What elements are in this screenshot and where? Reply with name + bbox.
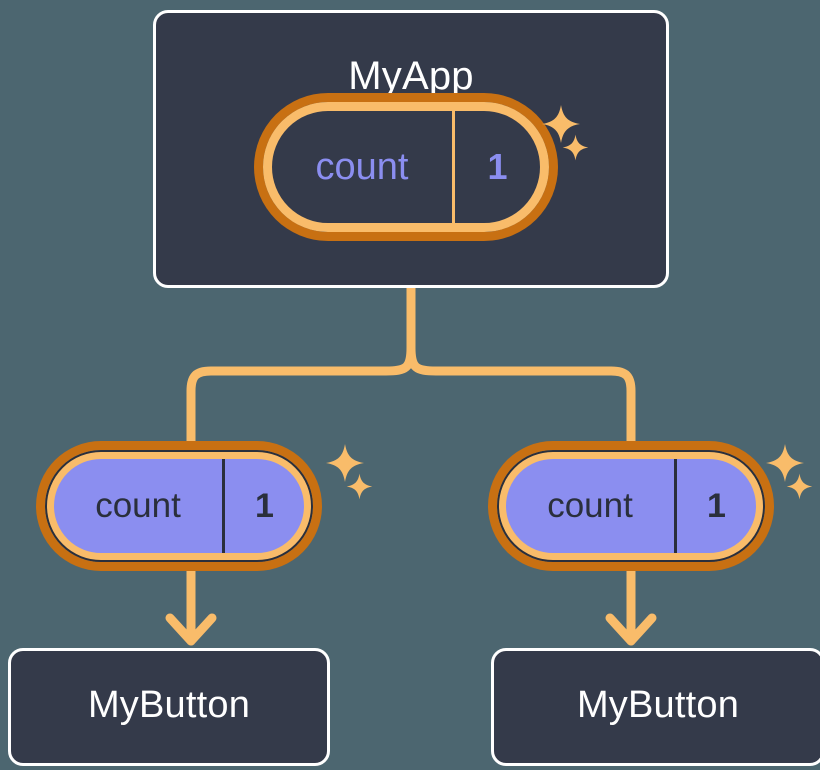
state-pill-body[interactable]: count 1 xyxy=(263,102,549,232)
fork-connector-left-icon xyxy=(186,343,416,467)
component-card-mybutton-right[interactable]: MyButton xyxy=(491,648,820,766)
state-pill-body[interactable]: count 1 xyxy=(45,450,313,562)
arrow-down-icon-right xyxy=(605,613,657,646)
component-title: MyButton xyxy=(576,684,740,726)
state-pill-value: 1 xyxy=(452,111,540,223)
sparkle-icon xyxy=(765,443,805,483)
sparkle-small-icon xyxy=(786,473,813,500)
arrow-down-icon-left xyxy=(165,613,217,646)
state-pill-value: 1 xyxy=(674,459,756,553)
page-title: MyApp xyxy=(348,54,474,98)
state-pill-mybutton-right[interactable]: count 1 xyxy=(497,450,765,562)
sparkle-small-icon xyxy=(346,473,373,500)
state-pill-myapp[interactable]: count 1 xyxy=(263,102,549,232)
state-pill-key: count xyxy=(315,145,409,188)
state-pill-key: count xyxy=(95,486,181,525)
state-pill-body[interactable]: count 1 xyxy=(497,450,765,562)
fork-connector-icon xyxy=(406,283,636,467)
component-card-mybutton-left[interactable]: MyButton xyxy=(8,648,330,766)
state-pill-value: 1 xyxy=(222,459,304,553)
state-pill-mybutton-left[interactable]: count 1 xyxy=(45,450,313,562)
component-title: MyButton xyxy=(87,684,251,726)
sparkle-icon xyxy=(325,443,365,483)
state-pill-key: count xyxy=(547,486,633,525)
